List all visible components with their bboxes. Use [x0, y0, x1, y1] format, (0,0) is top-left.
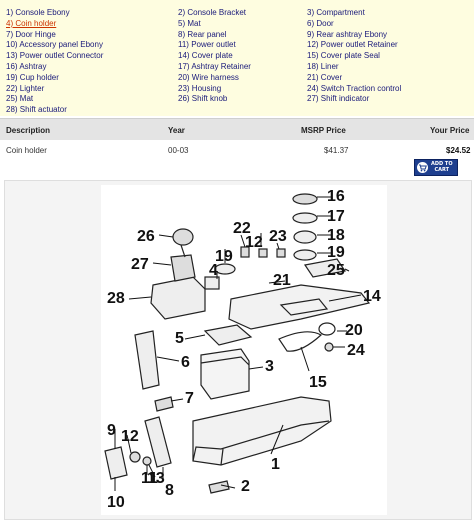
part-link[interactable]: 7) Door Hinge	[6, 29, 56, 39]
parts-list: 1) Console Ebony 2) Console Bracket 3) Com…	[6, 8, 472, 116]
add-to-cart-label: ADD TO CART	[431, 161, 453, 173]
part-link[interactable]: 6) Door	[307, 18, 334, 28]
callout-3: 3	[265, 358, 274, 375]
column-header-description: Description	[6, 126, 51, 135]
callout-17: 17	[327, 208, 345, 225]
part-link[interactable]: 9) Rear ashtray Ebony	[307, 29, 388, 39]
part-link[interactable]: 15) Cover plate Seal	[307, 51, 380, 61]
row-msrp: $41.37	[324, 146, 349, 155]
table-row: Coin holder 00-03 $41.37 $24.52	[0, 140, 474, 178]
row-your-price: $24.52	[446, 146, 471, 155]
part-link[interactable]: 20) Wire harness	[178, 72, 239, 82]
row-year: 00-03	[168, 146, 189, 155]
callout-20: 20	[345, 322, 363, 339]
callout-22: 22	[233, 220, 251, 237]
cart-icon	[417, 162, 428, 173]
part-link[interactable]: 4) Coin holder	[6, 18, 57, 28]
callout-26: 26	[137, 228, 155, 245]
callout-25: 25	[327, 262, 345, 279]
callout-14: 14	[363, 288, 381, 305]
callout-19: 19	[215, 248, 233, 265]
callout-15: 15	[309, 374, 327, 391]
diagram-drawing	[104, 193, 371, 494]
part-link[interactable]: 18) Liner	[307, 61, 339, 71]
callout-13: 13	[147, 470, 165, 487]
part-link[interactable]: 8) Rear panel	[178, 29, 227, 39]
callout-23: 23	[269, 228, 287, 245]
part-link[interactable]: 3) Compartment	[307, 8, 365, 17]
callout-6: 6	[181, 354, 190, 371]
part-link[interactable]: 23) Housing	[178, 83, 222, 93]
part-link[interactable]: 17) Ashtray Retainer	[178, 61, 251, 71]
part-link[interactable]: 14) Cover plate	[178, 51, 233, 61]
add-to-cart-line2: CART	[434, 166, 450, 173]
part-link[interactable]: 27) Shift indicator	[307, 94, 370, 104]
part-link[interactable]: 28) Shift actuator	[6, 105, 67, 115]
column-header-your-price: Your Price	[430, 126, 470, 135]
callout-5: 5	[175, 330, 184, 347]
part-link[interactable]: 1) Console Ebony	[6, 8, 70, 17]
callout-24: 24	[347, 342, 365, 359]
callout-18: 18	[327, 227, 345, 244]
callout-10: 10	[107, 494, 125, 511]
callout-19: 19	[327, 244, 345, 261]
part-link[interactable]: 22) Lighter	[6, 83, 45, 93]
callout-9: 9	[107, 422, 116, 439]
callout-12: 12	[245, 234, 263, 251]
diagram-leader-lines	[114, 196, 362, 491]
callout-12: 12	[121, 428, 139, 445]
callout-4: 4	[209, 262, 218, 279]
part-link[interactable]: 13) Power outlet Connector	[6, 51, 104, 61]
table-header: Description Year MSRP Price Your Price	[0, 118, 474, 141]
column-header-year: Year	[168, 126, 185, 135]
part-link[interactable]: 5) Mat	[178, 18, 201, 28]
callout-27: 27	[131, 256, 149, 273]
add-to-cart-button[interactable]: ADD TO CART	[414, 159, 458, 176]
part-link[interactable]: 10) Accessory panel Ebony	[6, 40, 103, 50]
callout-28: 28	[107, 290, 125, 307]
callout-1: 1	[271, 456, 280, 473]
callout-8: 8	[165, 482, 174, 499]
callout-21: 21	[273, 272, 291, 289]
callout-2: 2	[241, 478, 250, 495]
part-link[interactable]: 2) Console Bracket	[178, 8, 247, 17]
part-link[interactable]: 11) Power outlet	[178, 40, 236, 50]
callout-11: 11	[141, 470, 158, 487]
part-link[interactable]: 25) Mat	[6, 94, 34, 104]
callout-16: 16	[327, 188, 345, 205]
parts-list-panel: 1) Console Ebony 2) Console Bracket 3) Com…	[0, 0, 474, 116]
part-link[interactable]: 21) Cover	[307, 72, 343, 82]
callout-7: 7	[185, 390, 194, 407]
row-description: Coin holder	[6, 146, 47, 155]
part-link[interactable]: 24) Switch Traction control	[307, 83, 402, 93]
part-link[interactable]: 26) Shift knob	[178, 94, 228, 104]
part-link[interactable]: 19) Cup holder	[6, 72, 59, 82]
add-to-cart-line1: ADD TO	[431, 161, 453, 167]
part-link[interactable]: 16) Ashtray	[6, 61, 47, 71]
part-link[interactable]: 12) Power outlet Retainer	[307, 40, 398, 50]
column-header-msrp: MSRP Price	[301, 126, 346, 135]
